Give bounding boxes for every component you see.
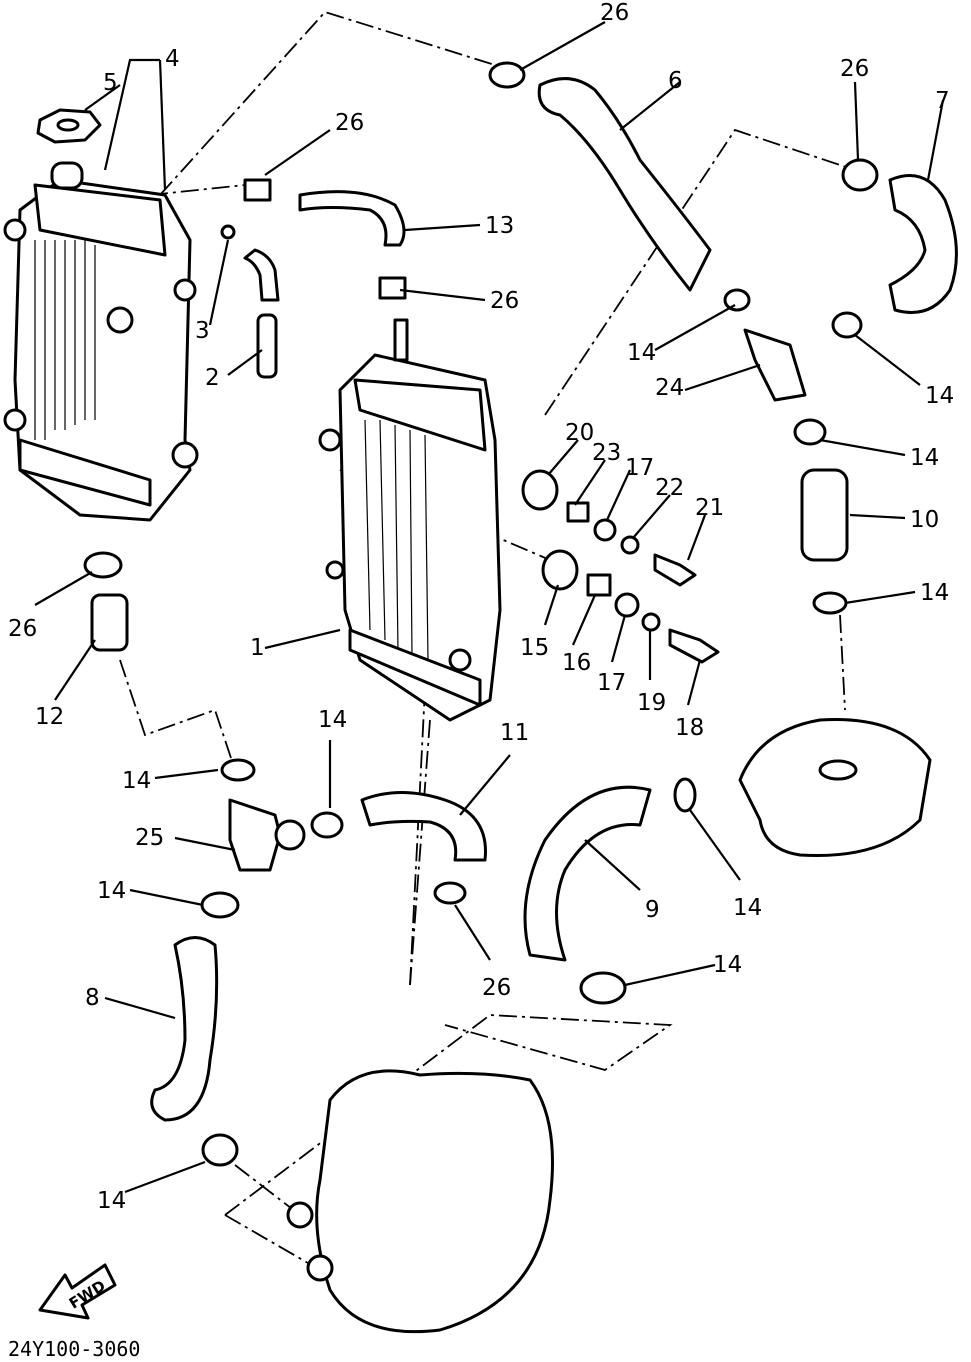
fittings	[228, 328, 932, 1334]
label-26: 26	[600, 0, 629, 26]
hose-2-upper	[243, 248, 280, 302]
label-15: 15	[520, 635, 549, 661]
label-26: 26	[8, 616, 37, 642]
label-14: 14	[925, 383, 954, 409]
washer-22	[620, 535, 640, 555]
label-4: 4	[165, 46, 180, 72]
hose-7	[888, 174, 958, 314]
clamp-14	[201, 1133, 239, 1167]
label-14: 14	[920, 580, 949, 606]
label-20: 20	[565, 420, 594, 446]
clamp-26-bottom	[433, 881, 467, 905]
label-24: 24	[655, 375, 684, 401]
clamp-14	[310, 811, 344, 839]
mounting-hardware	[220, 224, 720, 664]
right-radiator	[318, 318, 502, 722]
label-9: 9	[645, 897, 660, 923]
hose-12	[90, 593, 129, 652]
collar-16	[586, 573, 612, 597]
hose-clamps	[83, 61, 879, 1167]
label-21: 21	[695, 495, 724, 521]
label-8: 8	[85, 985, 100, 1011]
label-22: 22	[655, 475, 684, 501]
label-14: 14	[627, 340, 656, 366]
label-25: 25	[135, 825, 164, 851]
collar-23	[566, 501, 590, 523]
clamp-26-small	[243, 178, 272, 202]
hose-11	[360, 791, 487, 862]
label-17: 17	[625, 455, 654, 481]
clamp-14	[812, 591, 848, 615]
hose-6	[537, 77, 712, 292]
hose-2-lower	[256, 313, 278, 379]
label-14: 14	[122, 768, 151, 794]
label-19: 19	[637, 690, 666, 716]
grommet-20	[521, 469, 559, 511]
grommet-15	[541, 549, 579, 591]
washer-19	[641, 612, 661, 632]
radiator-cap	[36, 108, 102, 144]
washer-17b	[614, 592, 640, 618]
fwd-arrow-icon: FWD	[38, 1263, 117, 1320]
clamp-14	[831, 311, 863, 339]
label-1: 1	[250, 635, 265, 661]
label-26: 26	[490, 288, 519, 314]
clamp-14	[200, 891, 240, 919]
hose-8	[150, 936, 219, 1122]
label-10: 10	[910, 507, 939, 533]
clamp-26-bottom-left	[83, 551, 123, 579]
label-7: 7	[935, 88, 950, 114]
label-3: 3	[195, 318, 210, 344]
label-14: 14	[733, 895, 762, 921]
label-26: 26	[335, 110, 364, 136]
clamp-26-mid	[378, 276, 407, 300]
clamp-26-right	[841, 158, 879, 192]
label-26: 26	[840, 56, 869, 82]
diagram-code: 24Y100-3060	[8, 1337, 140, 1361]
label-6: 6	[668, 68, 683, 94]
clamp-14	[793, 418, 827, 446]
label-12: 12	[35, 704, 64, 730]
hose-13	[298, 190, 406, 247]
leader-lines	[34, 21, 945, 1194]
label-14: 14	[97, 1188, 126, 1214]
label-13: 13	[485, 213, 514, 239]
clamp-14	[673, 777, 697, 813]
label-14: 14	[910, 445, 939, 471]
hose-10	[800, 468, 849, 562]
label-14: 14	[713, 952, 742, 978]
part-labels: 26 4 5 6 26 7 26 13 26 3 2 14 24 14 14 1…	[8, 0, 954, 1214]
clamp-14	[220, 758, 256, 782]
clamp-26-top	[488, 61, 526, 89]
label-5: 5	[103, 70, 118, 96]
label-16: 16	[562, 650, 591, 676]
engine-case	[315, 1069, 554, 1334]
hoses	[90, 77, 958, 1122]
left-radiator	[3, 161, 199, 522]
bolt-18	[668, 628, 720, 664]
washer-17	[593, 518, 617, 542]
hose-9	[523, 785, 652, 962]
label-11: 11	[500, 720, 529, 746]
bolt-21	[653, 553, 697, 587]
label-17: 17	[597, 670, 626, 696]
joint-25	[228, 798, 282, 872]
label-26: 26	[482, 975, 511, 1001]
water-pump-cover	[738, 718, 932, 858]
label-14: 14	[318, 707, 347, 733]
label-14: 14	[97, 878, 126, 904]
label-23: 23	[592, 440, 621, 466]
clamp-14	[723, 288, 751, 312]
screw-3	[220, 224, 236, 240]
joint-24	[743, 328, 807, 402]
label-2: 2	[205, 365, 220, 391]
clamp-14	[579, 971, 627, 1005]
label-18: 18	[675, 715, 704, 741]
